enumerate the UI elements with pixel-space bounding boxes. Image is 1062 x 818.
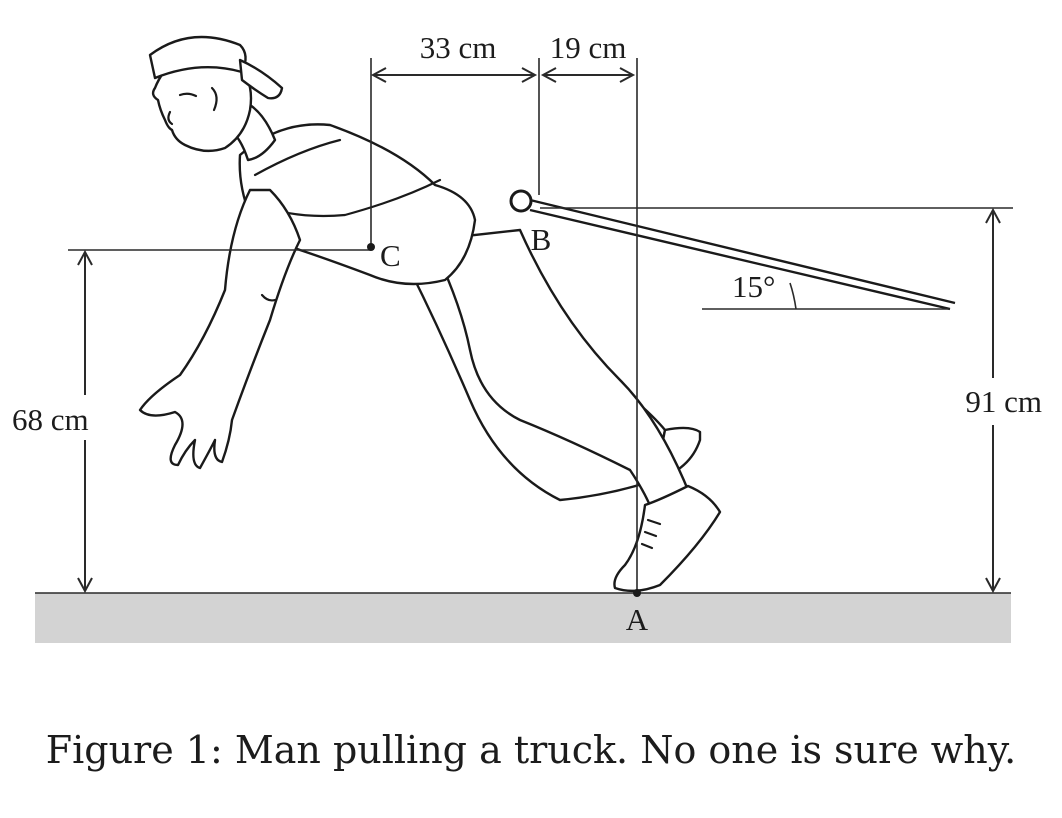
point-c-marker (367, 243, 375, 251)
rope (529, 198, 956, 311)
left-vertical-dimension (68, 249, 371, 594)
point-b-label: B (531, 222, 552, 257)
horizontal-dimension-right-label: 19 cm (550, 30, 627, 65)
right-vertical-dimension-label: 91 cm (965, 384, 1042, 419)
point-a-marker (633, 589, 641, 597)
horizontal-dimension-left-label: 33 cm (420, 30, 497, 65)
right-vertical-dimension (540, 207, 1013, 594)
figure-caption: Figure 1: Man pulling a truck. No one is… (45, 728, 1017, 772)
point-c-label: C (380, 238, 401, 273)
point-a-label: A (626, 602, 649, 637)
angle-indicator (702, 282, 950, 310)
angle-label: 15° (732, 269, 775, 304)
left-vertical-dimension-label: 68 cm (12, 402, 89, 437)
man-figure (138, 35, 722, 593)
ground-strip (35, 593, 1011, 643)
point-b-ring (509, 189, 533, 213)
horizontal-dimension (370, 58, 638, 593)
